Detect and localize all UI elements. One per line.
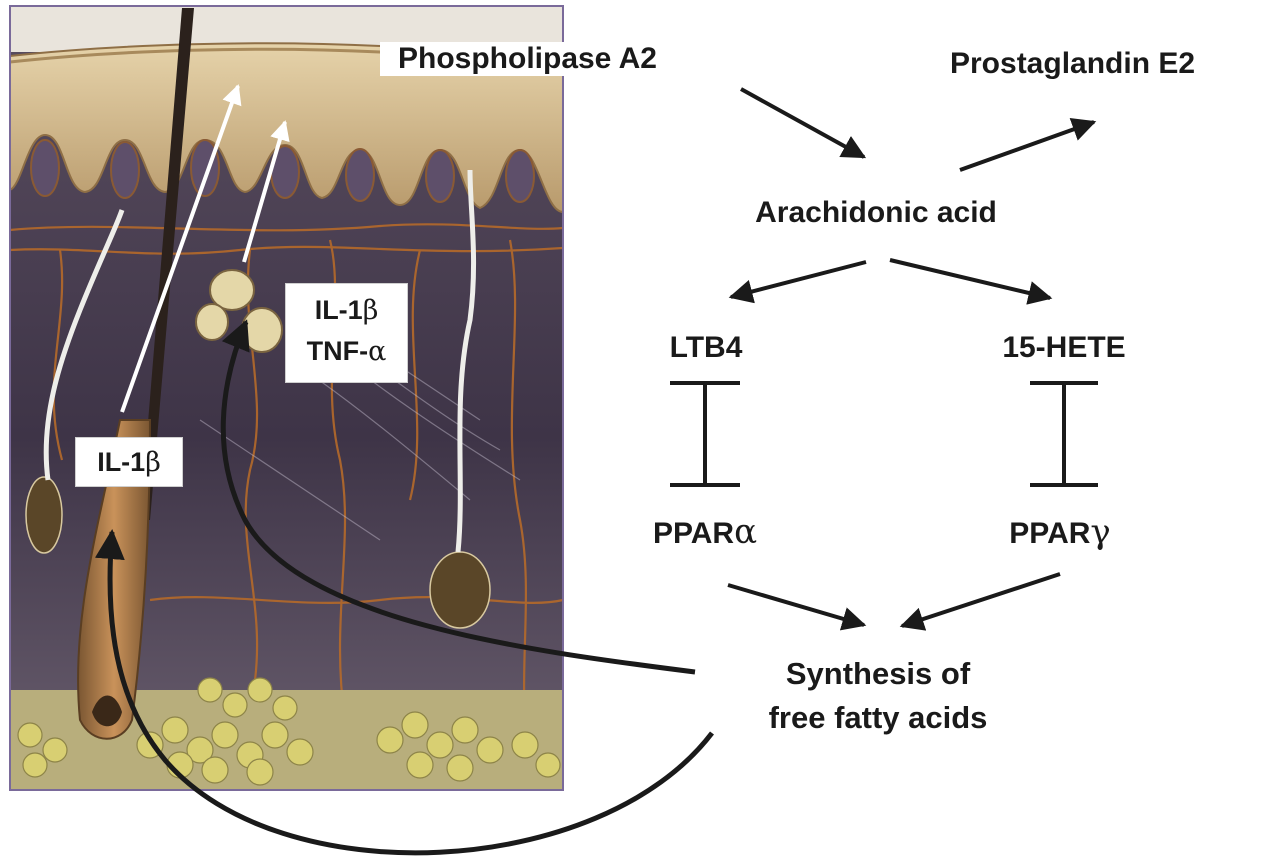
label-synthesis-of-free-fatty-acids: Synthesis of free fatty acids	[769, 652, 988, 740]
cytokine-line-tnfa: TNF-α	[286, 331, 407, 372]
label-prostaglandin-e2: Prostaglandin E2	[950, 47, 1195, 81]
arrow-pla2-to-aa	[741, 89, 864, 157]
label-15-hete: 15-HETE	[1002, 331, 1125, 365]
cytokine-box-left: IL-1β	[75, 437, 183, 487]
label-phospholipase-a2: Phospholipase A2	[380, 42, 675, 76]
label-ppar-alpha: PPARα	[653, 512, 757, 552]
cytokine-box-top: IL-1β TNF-α	[285, 283, 408, 383]
synthesis-line-2: free fatty acids	[769, 696, 988, 740]
inhibition-15hete-pparg	[1030, 383, 1098, 485]
label-ltb4: LTB4	[670, 331, 743, 365]
label-arachidonic-acid: Arachidonic acid	[755, 196, 997, 230]
arrow-aa-to-pge2	[960, 122, 1094, 170]
synthesis-line-1: Synthesis of	[769, 652, 988, 696]
arrow-aa-to-15hete	[890, 260, 1050, 298]
feedback-arrow-to-follicle	[110, 532, 712, 853]
cytokine-line-il1b: IL-1β	[286, 290, 407, 331]
secretion-arrow-1	[122, 86, 238, 412]
inhibition-ltb4-ppara	[670, 383, 740, 485]
arrow-ppara-to-synthesis	[728, 585, 864, 625]
label-ppar-gamma: PPARγ	[1009, 512, 1110, 552]
arrow-aa-to-ltb4	[731, 262, 866, 297]
arrow-pparg-to-synthesis	[902, 574, 1060, 626]
secretion-arrow-2	[244, 122, 285, 262]
